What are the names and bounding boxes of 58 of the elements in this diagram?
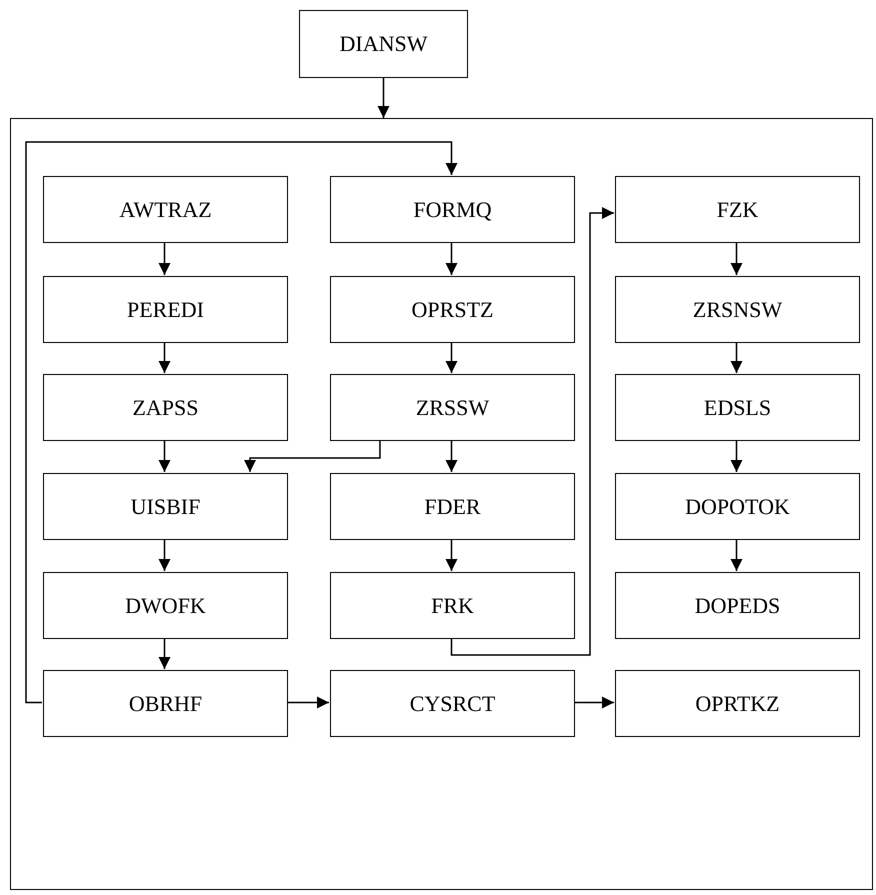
process-box <box>615 176 860 243</box>
arrow <box>287 696 329 708</box>
arrow <box>25 141 458 704</box>
process-box <box>330 670 575 737</box>
process-box <box>330 176 575 243</box>
box-label: DOPEDS <box>694 594 780 616</box>
box-label: DWOFK <box>125 594 206 616</box>
process-box <box>299 10 468 78</box>
arrow <box>446 539 458 571</box>
process-box <box>330 473 575 540</box>
arrow <box>158 242 170 275</box>
box-label: UISBIF <box>130 496 200 518</box>
box-label: EDSLS <box>704 396 772 418</box>
arrow <box>244 440 381 472</box>
arrow <box>730 440 742 472</box>
box-label: OPRTKZ <box>695 692 780 714</box>
frame-box <box>10 118 873 890</box>
box-label: FORMQ <box>413 198 492 220</box>
process-box <box>43 670 288 737</box>
arrow <box>730 342 742 373</box>
arrow <box>730 539 742 571</box>
arrow <box>158 440 170 472</box>
process-box <box>330 374 575 441</box>
process-box <box>43 572 288 639</box>
process-box <box>330 572 575 639</box>
box-label: FDER <box>424 496 481 518</box>
box-label: ZAPSS <box>132 396 199 418</box>
process-box <box>615 276 860 343</box>
process-box <box>330 276 575 343</box>
box-label: OPRSTZ <box>412 298 494 320</box>
arrow <box>446 440 458 472</box>
box-label: CYSRCT <box>410 692 496 714</box>
arrow <box>446 342 458 373</box>
arrow <box>450 207 614 656</box>
box-label: DOPOTOK <box>685 496 790 518</box>
process-box <box>43 374 288 441</box>
arrow <box>158 539 170 571</box>
box-label: ZRSNSW <box>692 298 782 320</box>
process-box <box>43 176 288 243</box>
process-box <box>615 572 860 639</box>
box-label: FZK <box>716 198 758 220</box>
arrow <box>158 342 170 373</box>
process-box <box>615 374 860 441</box>
arrow <box>730 242 742 275</box>
process-box <box>43 473 288 540</box>
box-label: AWTRAZ <box>119 198 212 220</box>
box-label: ZRSSW <box>416 396 490 418</box>
box-label: OBRHF <box>128 692 202 714</box>
box-label: FRK <box>431 594 474 616</box>
process-box <box>615 473 860 540</box>
box-label: DIANSW <box>340 33 428 55</box>
box-label: PEREDI <box>127 298 204 320</box>
process-box <box>615 670 860 737</box>
arrow <box>446 242 458 275</box>
process-box <box>43 276 288 343</box>
arrow <box>378 78 390 118</box>
arrow <box>158 638 170 669</box>
arrow <box>574 696 614 708</box>
